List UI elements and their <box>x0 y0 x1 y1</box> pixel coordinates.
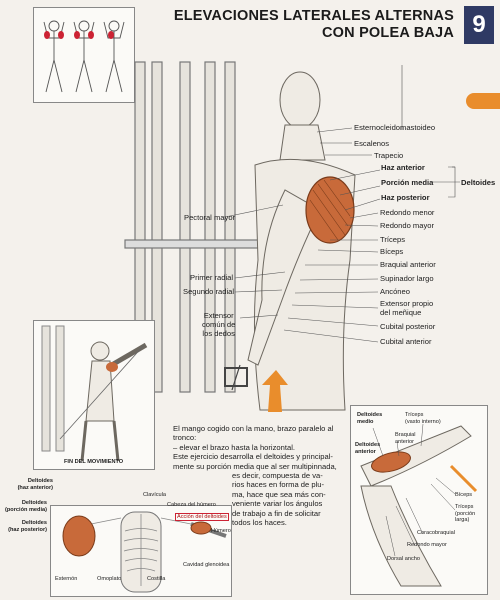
description-line-8: ma, hace que sea más con- <box>232 489 326 499</box>
label-deltoides-haz-posterior-line2: (haz posterior) <box>8 526 47 533</box>
action-highlight: Acción del deltoides <box>175 513 229 521</box>
label-cubital-anterior: Cubital anterior <box>380 337 432 346</box>
label-deltoides-haz-posterior-line1: Deltoides <box>21 520 47 526</box>
label-deltoides-haz-posterior: Deltoides (haz posterior) <box>3 520 47 533</box>
title-line-2: CON POLEA BAJA <box>322 25 454 41</box>
label-escalenos: Escalenos <box>354 139 390 148</box>
label-supinador-largo: Supinador largo <box>380 274 434 283</box>
description-line-6: es decir, compuesta de va- <box>232 471 323 480</box>
label-segundo-radial: Segundo radial <box>183 287 235 296</box>
end-position-panel: FIN DEL MOVIMIENTO <box>33 320 155 470</box>
label-deltoides-anterior-line2: anterior <box>355 448 376 455</box>
label-deltoides-medio-line1: Deltoides <box>357 412 383 418</box>
cable-machine <box>124 61 286 393</box>
exercise-description-continued: es decir, compuesta de va- rios haces en… <box>232 471 352 527</box>
label-deltoides-haz-anterior-line1: Deltoides <box>27 478 53 484</box>
arm-detail-illustration <box>360 423 478 587</box>
label-accion-deltoides: Acción del deltoides <box>175 513 229 521</box>
label-deltoides: Deltoides <box>461 178 496 187</box>
label-porcion-media: Porción media <box>381 178 434 187</box>
label-redondo-mayor: Redondo mayor <box>380 221 435 230</box>
arm-detail-panel: Deltoides medio Tríceps (vasto interno) … <box>350 405 488 595</box>
movement-arrow <box>262 370 288 412</box>
exercise-number-badge: 9 <box>464 6 494 44</box>
label-primer-radial: Primer radial <box>190 273 234 282</box>
label-extensor-comun-line3: los dedos <box>202 329 235 338</box>
label-triceps-vasto-line1: Tríceps <box>405 412 424 418</box>
label-deltoides-haz-anterior-line2: (haz anterior) <box>17 484 53 491</box>
label-triceps-vasto-line2: (vasto interno) <box>405 418 441 425</box>
label-braquial-anterior: Braquial anterior <box>380 260 436 269</box>
label-triceps: Tríceps <box>380 235 406 244</box>
leader-lines <box>224 65 460 343</box>
description-line-9: veniente variar los ángulos <box>232 499 323 509</box>
deltoid-highlight <box>305 176 355 244</box>
label-braquial-anterior-detail-line2: anterior <box>395 438 414 445</box>
label-triceps-porcion-line3: larga) <box>455 517 470 523</box>
label-coracobraquial: Coracobraquial <box>417 530 455 536</box>
label-haz-anterior: Haz anterior <box>381 163 425 172</box>
description-line-7: rios haces en forma de plu- <box>232 480 325 490</box>
label-cabeza-humero: Cabeza del húmero <box>167 502 216 508</box>
label-extensor-comun-line1: Extensor <box>203 311 234 320</box>
label-braquial-anterior-detail-line1: Braquial <box>395 432 416 438</box>
end-position-caption: FIN DEL MOVIMIENTO <box>64 459 124 465</box>
section-tab-marker <box>466 93 500 109</box>
page-title: ELEVACIONES LATERALES ALTERNAS CON POLEA… <box>174 8 454 42</box>
exercise-description: El mango cogido con la mano, brazo paral… <box>173 424 363 471</box>
label-extensor-propio-line2: del meñique <box>380 308 422 317</box>
label-braquial-anterior-detail: Braquial anterior <box>395 432 416 445</box>
label-dorsal-ancho: Dorsal ancho <box>387 556 420 562</box>
description-line-11: todos los haces. <box>232 518 287 528</box>
skeleton-panel: Clavícula Cabeza del húmero Acción del d… <box>50 492 232 597</box>
label-pectoral-mayor: Pectoral mayor <box>184 213 236 222</box>
label-humero: Húmero <box>211 528 231 534</box>
label-trapecio: Trapecio <box>374 151 404 160</box>
muscle-map-figures <box>43 20 125 93</box>
description-line-5: mente su porción media que al ser multip… <box>173 461 337 471</box>
label-deltoides-anterior: Deltoides anterior <box>355 442 380 455</box>
label-deltoides-porcion-media-line1: Deltoides <box>21 500 47 506</box>
label-haz-posterior: Haz posterior <box>381 193 430 202</box>
label-deltoides-porcion-media: Deltoides (porción media) <box>3 500 47 513</box>
title-line-1: ELEVACIONES LATERALES ALTERNAS <box>173 8 454 24</box>
label-deltoides-medio: Deltoides medio <box>357 412 382 425</box>
muscle-map-thumbnail <box>33 7 135 103</box>
label-triceps-vasto: Tríceps (vasto interno) <box>405 412 441 425</box>
label-anconeo: Ancóneo <box>380 287 410 296</box>
label-triceps-porcion-line1: Tríceps <box>455 504 474 510</box>
label-deltoides-medio-line2: medio <box>357 418 374 425</box>
label-costilla: Costilla <box>147 576 166 582</box>
label-extensor-comun: Extensor común de los dedos <box>202 311 235 338</box>
label-extensor-propio: Extensor propio del meñique <box>380 299 433 317</box>
label-cavidad-glenoidea: Cavidad glenoidea <box>183 562 230 568</box>
label-esternon: Esternón <box>55 576 78 582</box>
label-biceps: Bíceps <box>380 247 404 256</box>
label-esternocleidomastoideo: Esternocleidomastoideo <box>354 123 436 132</box>
description-line-10: de trabajo a fin de solicitar <box>232 508 321 518</box>
label-triceps-porcion-larga: Tríceps (porción larga) <box>455 504 475 524</box>
description-line-2: tronco: <box>173 433 197 443</box>
label-extensor-comun-line2: común de <box>202 320 236 329</box>
label-cubital-posterior: Cubital posterior <box>380 322 436 331</box>
label-redondo-menor: Redondo menor <box>380 208 435 217</box>
label-redondo-mayor-detail: Redondo mayor <box>407 542 447 548</box>
skeleton-illustration <box>62 511 227 593</box>
label-biceps-detail: Bíceps <box>455 492 473 498</box>
label-omoplato: Omoplato <box>97 576 122 582</box>
description-line-1: El mango cogido con la mano, brazo paral… <box>173 424 334 433</box>
end-position-figure <box>41 325 148 462</box>
label-clavicula: Clavícula <box>143 492 167 498</box>
label-deltoides-haz-anterior: Deltoides (haz anterior) <box>3 478 53 491</box>
description-line-3: – elevar el brazo hasta la horizontal. <box>173 442 295 452</box>
label-deltoides-porcion-media-line2: (porción media) <box>5 506 47 513</box>
label-extensor-propio-line1: Extensor propio <box>380 299 434 308</box>
label-triceps-porcion-line2: (porción <box>455 510 476 517</box>
description-line-4: Este ejercicio desarrolla el deltoides y… <box>173 452 333 462</box>
label-deltoides-anterior-line1: Deltoides <box>355 442 381 448</box>
